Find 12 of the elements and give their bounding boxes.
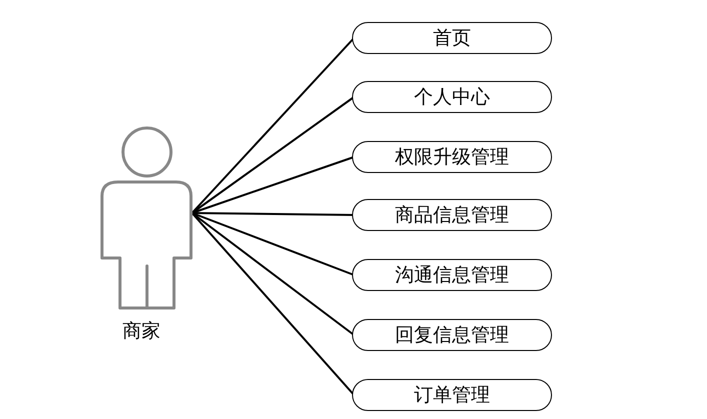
connector-line — [192, 212, 354, 216]
person-figure — [100, 126, 193, 310]
use-case-box: 权限升级管理 — [352, 141, 552, 173]
actor-label: 商家 — [122, 319, 160, 344]
use-case-box: 商品信息管理 — [352, 199, 552, 231]
use-case-box: 订单管理 — [352, 379, 552, 411]
use-case-box: 回复信息管理 — [352, 319, 552, 351]
use-case-box: 沟通信息管理 — [352, 259, 552, 291]
use-case-box: 首页 — [352, 22, 552, 54]
connector-line — [191, 212, 355, 396]
use-case-box: 个人中心 — [352, 81, 552, 113]
connector-line — [191, 37, 355, 214]
